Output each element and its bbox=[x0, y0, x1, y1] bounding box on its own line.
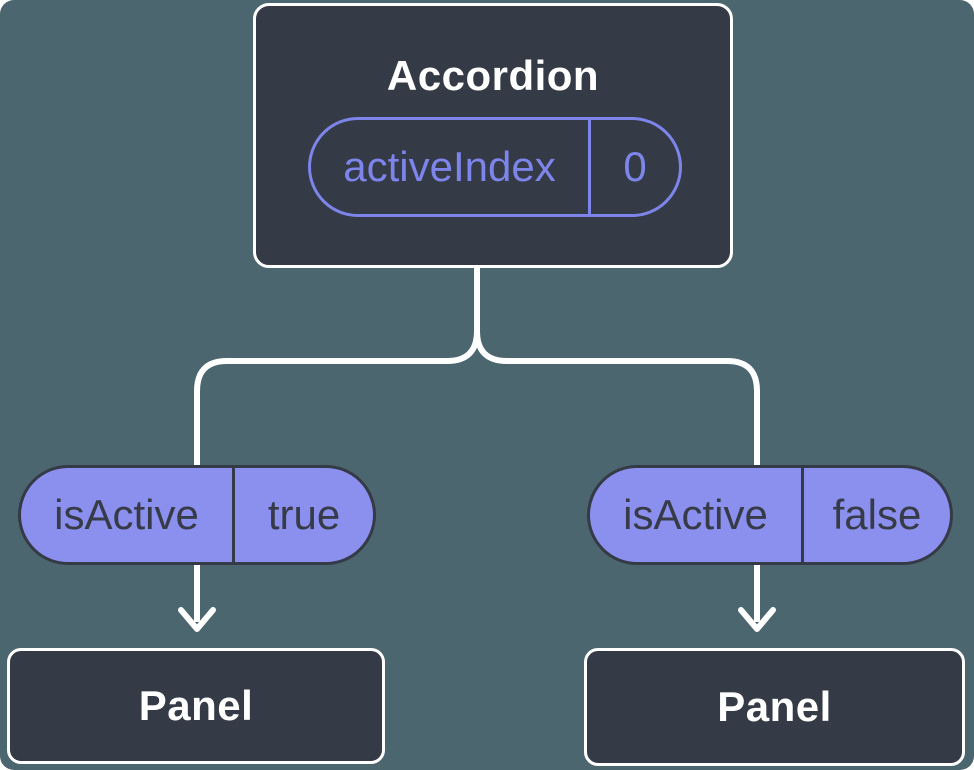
state-pill-activeindex: activeIndex 0 bbox=[308, 117, 682, 217]
arrow-down-left-icon bbox=[178, 607, 216, 632]
state-pill-label: activeIndex bbox=[343, 143, 556, 190]
prop-pill-isactive-false: isActive false bbox=[587, 465, 953, 565]
panel-node-title: Panel bbox=[138, 682, 254, 729]
prop-pill-isactive-true: isActive true bbox=[18, 465, 376, 565]
panel-node-title: Panel bbox=[717, 683, 832, 730]
state-pill-value: 0 bbox=[588, 120, 679, 214]
tree-branch-right bbox=[474, 330, 760, 622]
panel-node-left: Panel bbox=[7, 648, 385, 764]
prop-pill-value: true bbox=[232, 468, 373, 562]
prop-pill-label: isActive bbox=[623, 491, 768, 538]
arrow-down-right-icon bbox=[738, 607, 776, 632]
accordion-node: Accordion activeIndex 0 bbox=[253, 3, 733, 268]
prop-pill-value: false bbox=[801, 468, 950, 562]
panel-node-right: Panel bbox=[584, 648, 965, 766]
accordion-node-title: Accordion bbox=[386, 52, 600, 99]
prop-pill-label: isActive bbox=[54, 491, 199, 538]
tree-branch-left bbox=[194, 264, 480, 622]
